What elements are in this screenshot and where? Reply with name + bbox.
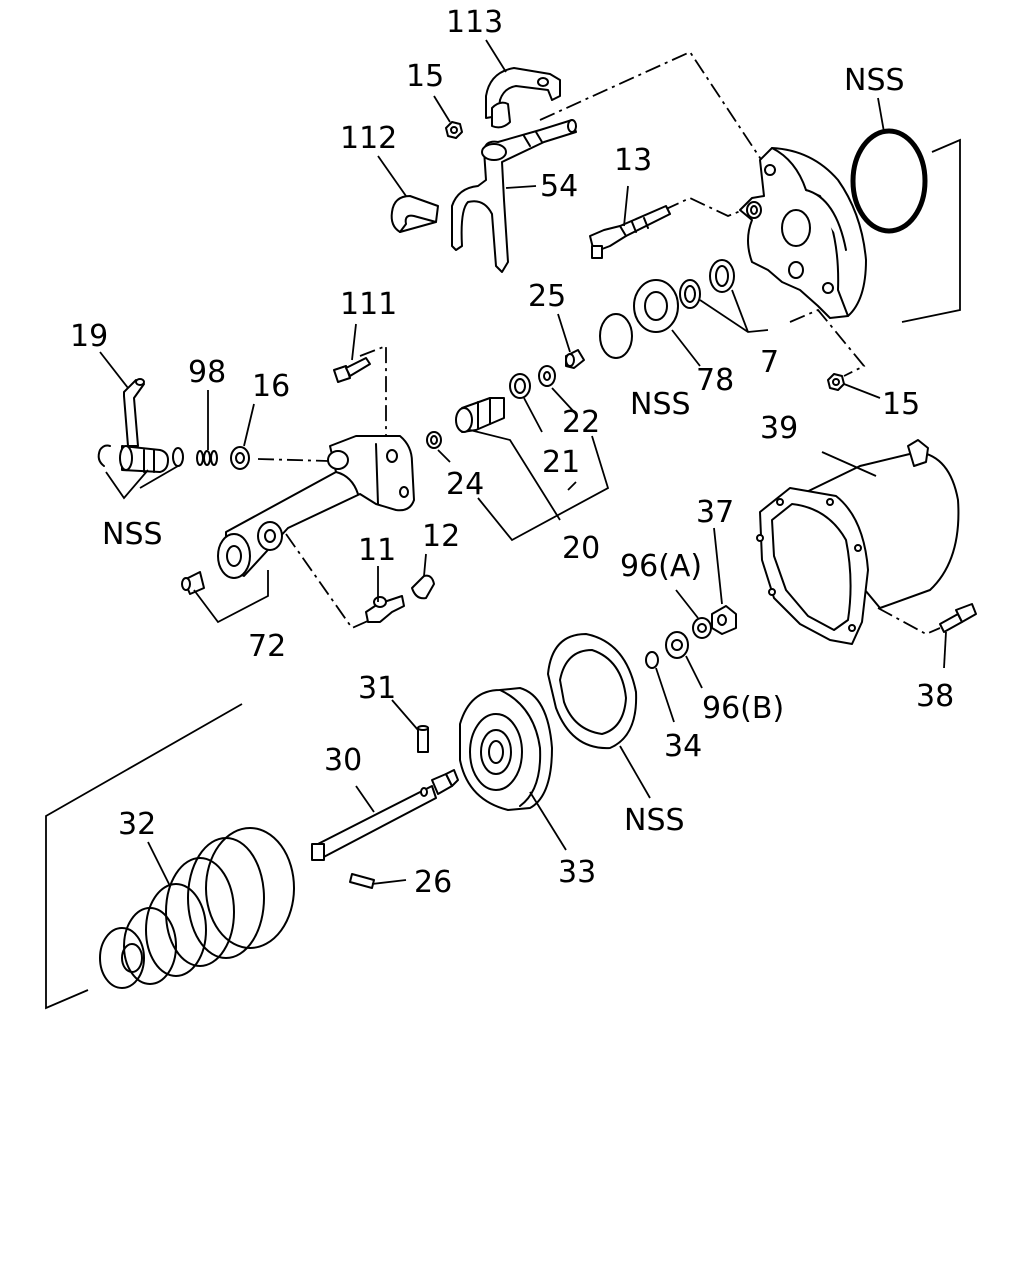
part-38-bolt <box>939 603 977 633</box>
label-part-32: 32 <box>118 807 156 842</box>
assembly-line-111-to-cylinder <box>359 344 387 458</box>
bracket-right-housing <box>901 138 961 323</box>
part-24-oring <box>426 431 442 449</box>
part-34-circlip <box>645 651 659 669</box>
part-12-cap <box>411 574 435 600</box>
label-part-112: 112 <box>340 121 397 156</box>
part-13-switch <box>589 205 671 259</box>
part-113-bracket <box>485 67 561 129</box>
label-part-54: 54 <box>540 169 578 204</box>
label-part-24: 24 <box>446 467 484 502</box>
part-15-nut-lower <box>827 373 845 391</box>
label-part-15-upper: 15 <box>406 59 444 94</box>
label-part-111: 111 <box>340 287 397 322</box>
assembly-line-38-to-cover <box>877 607 941 635</box>
part-54-shift-fork <box>451 119 577 273</box>
label-nss-oring: NSS <box>630 387 691 422</box>
label-part-11: 11 <box>358 533 396 568</box>
part-25-nut <box>565 349 585 369</box>
label-part-72: 72 <box>248 629 286 664</box>
label-part-96a: 96(A) <box>620 549 702 584</box>
label-part-20: 20 <box>562 531 600 566</box>
label-part-39: 39 <box>760 411 798 446</box>
part-112-clip <box>390 195 439 233</box>
part-21-bushing <box>509 373 531 399</box>
label-part-12: 12 <box>422 519 460 554</box>
part-20-piston <box>455 397 505 433</box>
label-part-19: 19 <box>70 319 108 354</box>
assembly-line-13-to-housing <box>663 197 749 217</box>
label-nss-seal: NSS <box>624 803 685 838</box>
part-72-fitting <box>181 571 205 595</box>
part-96b-washer <box>665 631 689 659</box>
leader-lines <box>99 39 947 887</box>
assembly-line-16-to-cylinder <box>257 458 329 462</box>
part-96a-washer <box>692 617 712 639</box>
label-part-31: 31 <box>358 671 396 706</box>
part-111-bolt <box>333 357 371 383</box>
nss-oring-small <box>599 313 633 359</box>
label-part-96b: 96(B) <box>702 691 784 726</box>
part-15-nut-upper <box>445 121 463 139</box>
label-part-98: 98 <box>188 355 226 390</box>
label-part-113: 113 <box>446 5 503 40</box>
part-22-washer <box>538 365 556 387</box>
nss-large-seal <box>547 633 638 750</box>
label-part-22: 22 <box>562 405 600 440</box>
label-part-7: 7 <box>760 345 779 380</box>
part-26-pin <box>349 873 375 889</box>
label-part-37: 37 <box>696 495 734 530</box>
label-nss-left: NSS <box>102 517 163 552</box>
part-7-bushings <box>679 259 735 309</box>
bracket-left-spring <box>45 703 243 1010</box>
nss-large-ring <box>850 128 928 234</box>
part-37-nut <box>711 605 737 635</box>
label-nss-large-ring: NSS <box>844 63 905 98</box>
transmission-housing <box>739 147 867 319</box>
shift-cylinder-body <box>217 435 415 579</box>
assembly-line-15-to-housing <box>789 308 866 377</box>
label-part-25: 25 <box>528 279 566 314</box>
label-part-15-lower: 15 <box>882 387 920 422</box>
part-39-cover <box>756 439 960 645</box>
part-78-seal <box>633 279 679 333</box>
part-11-valve <box>365 595 405 623</box>
label-part-30: 30 <box>324 743 362 778</box>
part-32-coil-spring <box>99 827 295 989</box>
part-98-spring <box>196 450 218 466</box>
label-part-38: 38 <box>916 679 954 714</box>
part-16-washer <box>230 446 250 470</box>
label-part-16: 16 <box>252 369 290 404</box>
label-part-21-upper: 21 <box>542 445 580 480</box>
label-part-78: 78 <box>696 363 734 398</box>
label-part-26: 26 <box>414 865 452 900</box>
assembly-line-11-to-cylinder <box>285 533 371 630</box>
part-31-pin <box>417 725 429 753</box>
part-33-piston-disc <box>459 687 553 811</box>
part-30-shaft <box>311 769 459 861</box>
label-part-34: 34 <box>664 729 702 764</box>
part-19-pipe <box>119 378 169 473</box>
label-part-13: 13 <box>614 143 652 178</box>
label-part-33: 33 <box>558 855 596 890</box>
